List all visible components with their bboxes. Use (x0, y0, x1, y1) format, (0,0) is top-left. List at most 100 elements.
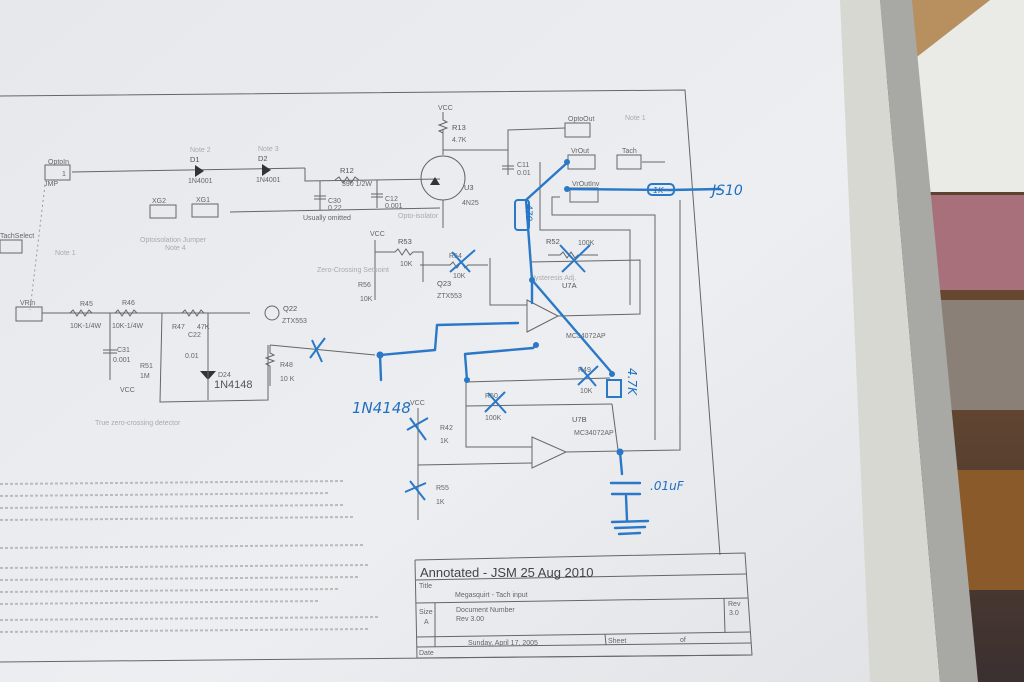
r52-label: R52 (546, 237, 560, 246)
handwritten-4-7k: 4.7K (625, 368, 639, 396)
d1-label: D1 (190, 155, 200, 164)
handwritten-cap-value: .01uF (650, 479, 685, 493)
vcc-label: VCC (438, 105, 453, 112)
d24-val-label: 1N4148 (214, 379, 253, 391)
vr-in-label: VRin (20, 300, 35, 307)
u7a-val-label: MC34072AP (566, 333, 606, 340)
c30-val-label: 0.22 (328, 205, 342, 212)
input-section: OptoIn 1 JMP D1 1N4001 D2 1N4001 Note 2 … (0, 146, 441, 311)
binder-edge (880, 0, 978, 682)
vcc-label: VCC (120, 387, 135, 394)
usually-omitted-note: Usually omitted (303, 215, 351, 222)
schematic-border (0, 89, 721, 556)
opto-jumper-label: Optoisolation Jumper (140, 237, 207, 244)
c11-val-label: 0.01 (517, 170, 531, 177)
q23-label: Q23 (437, 279, 451, 288)
d1-val-label: 1N4001 (188, 178, 213, 185)
r42-val-label: 1K (440, 438, 449, 445)
r46-label: R46 (122, 300, 135, 307)
opto-out-label: OptoOut (568, 116, 595, 123)
vr-out-inv-label: VrOutInv (572, 181, 600, 188)
detector-section: VRin R45 10K-1/4W R46 10K-1/4W R47 47K C… (15, 300, 376, 427)
r55-val-label: 1K (436, 499, 445, 506)
handwritten-1n4148: 1N4148 (352, 399, 411, 417)
handwritten-annotations: 1K JS10 470 4.7K 1N4148 .01uF (309, 159, 743, 536)
c31-label: C31 (117, 347, 130, 354)
vcc-label: VCC (370, 231, 385, 238)
c30-label: C30 (328, 198, 341, 205)
note3-label: Note 3 (258, 146, 279, 153)
c12-label: C12 (385, 196, 398, 203)
r56-val-label: 10K (360, 296, 373, 303)
schematic-title: Megasquirt - Tach input (455, 592, 528, 599)
date-label: Date (419, 650, 434, 657)
rev-value: 3.0 (729, 610, 739, 617)
r48-val-label: 10 K (280, 376, 295, 383)
r12-val-label: 390 1/2W (342, 181, 372, 188)
u7a-label: U7A (562, 281, 577, 290)
size-label: Size (419, 609, 433, 616)
size-value: A (424, 619, 429, 626)
q22-val-label: ZTX553 (282, 318, 307, 325)
u3-label: U3 (464, 183, 474, 192)
r42-label: R42 (440, 425, 453, 432)
c12-val-label: 0.001 (385, 203, 403, 210)
d24-label: D24 (218, 372, 231, 379)
handwritten-js10: JS10 (709, 183, 743, 199)
r48-label: R48 (280, 362, 293, 369)
handwritten-1k: 1K (653, 186, 664, 195)
c11-label: C11 (517, 162, 529, 169)
r49-label: R49 (578, 367, 591, 374)
r12-label: R12 (340, 166, 354, 175)
doc-number: Rev 3.00 (456, 616, 484, 623)
tach-select-label: TachSelect (0, 233, 34, 240)
title-label: Title (419, 583, 432, 590)
notes-text-block (0, 480, 381, 633)
vr-out-label: VrOut (571, 148, 589, 155)
r53-val-label: 10K (400, 261, 413, 268)
vcc-label: VCC (410, 400, 425, 407)
r13-val-label: 4.7K (452, 137, 467, 144)
u7b-val-label: MC34072AP (574, 430, 614, 437)
r13-label: R13 (452, 123, 466, 132)
r49-val-label: 10K (580, 388, 593, 395)
r55-label: R55 (436, 485, 449, 492)
r46-val-label: 10K-1/4W (112, 323, 144, 330)
r56-label: R56 (358, 282, 371, 289)
r54-val-label: 10K (453, 273, 466, 280)
tach-label: Tach (622, 148, 637, 155)
d2-label: D2 (258, 154, 268, 163)
diode-d2 (262, 164, 271, 176)
doc-number-label: Document Number (456, 607, 515, 614)
xg2-label: XG2 (152, 198, 166, 205)
note2-label: Note 2 (190, 147, 211, 154)
hysteresis-label: Hysteresis Adj. (530, 275, 576, 282)
opto-isolator-u3: VCC R13 4.7K U3 4N25 Opto-isolator C11 0… (398, 105, 566, 228)
connector-optoin-label: OptoIn (48, 159, 69, 166)
handwritten-470: 470 (523, 204, 533, 221)
u7b-label: U7B (572, 415, 587, 424)
annotation-text: Annotated - JSM 25 Aug 2010 (420, 565, 593, 580)
u3-val-label: 4N25 (462, 200, 479, 207)
xg1-label: XG1 (196, 197, 210, 204)
rev-label: Rev (728, 601, 741, 608)
r53-label: R53 (398, 237, 412, 246)
opamp-u7b: U7B MC34072AP R50 100K R49 10K VCC R42 1… (410, 200, 681, 520)
r50-val-label: 100K (485, 415, 502, 422)
q23-val-label: ZTX553 (437, 293, 462, 300)
r47-val-label: 47K (197, 324, 210, 331)
opamp-u7a: U7A MC34072AP Hysteresis Adj. R52 100K (489, 237, 641, 340)
sheet-label: Sheet (608, 638, 626, 645)
zero-cross-label: Zero-Crossing Setpoint (317, 267, 389, 274)
r51-val-label: 1M (140, 373, 150, 380)
r52-val-label: 100K (578, 240, 595, 247)
q22-label: Q22 (283, 304, 297, 313)
jmp-label: JMP (44, 181, 58, 188)
note4-label: Note 4 (165, 245, 186, 252)
r47-label: R47 (172, 324, 185, 331)
output-connectors: OptoOut VrOut VrOutInv Tach Note 1 (539, 115, 665, 440)
title-block: Annotated - JSM 25 Aug 2010 Title Megasq… (414, 552, 753, 659)
r51-label: R51 (140, 363, 153, 370)
c22-label: C22 (188, 332, 201, 339)
